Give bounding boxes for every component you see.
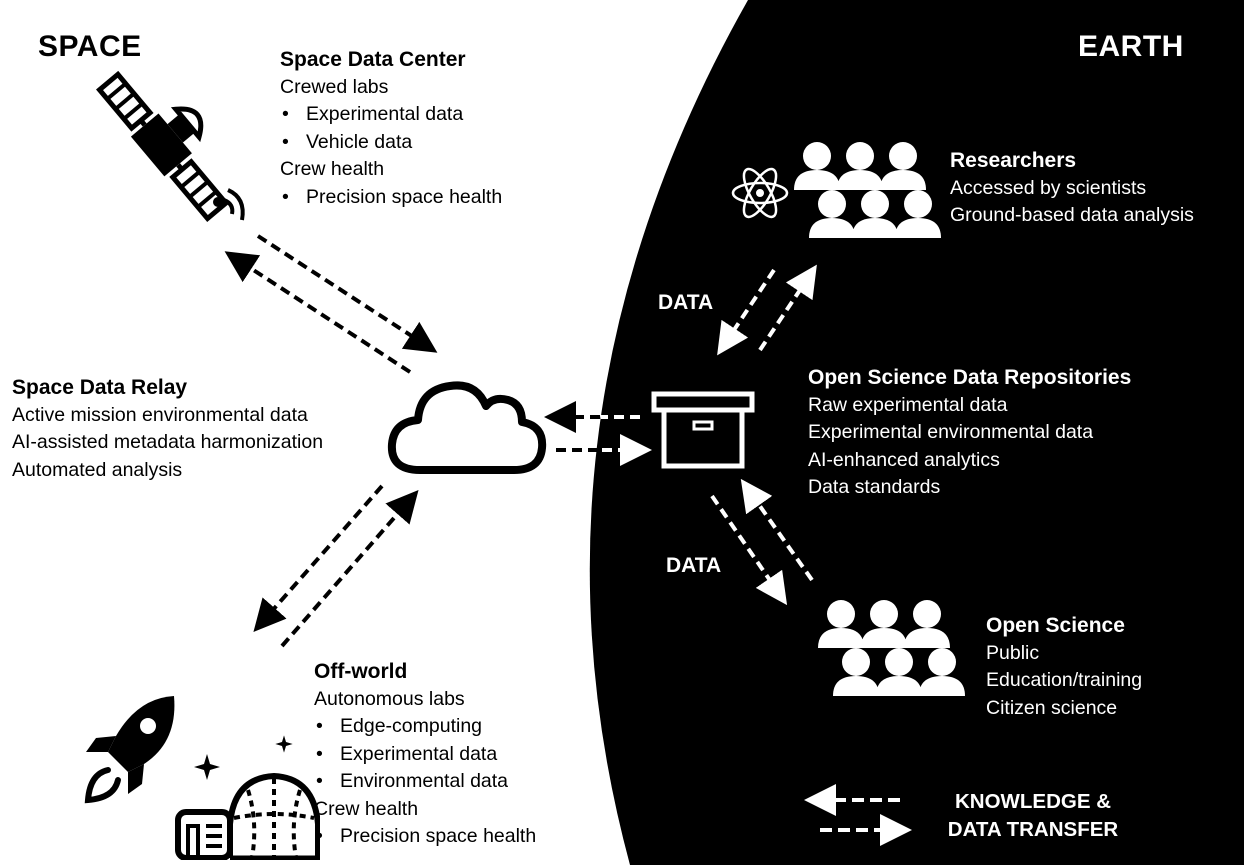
- arrow-relay-to-satellite: [224, 251, 412, 374]
- satellite-icon: [96, 70, 245, 223]
- space-region-title: SPACE: [38, 30, 142, 63]
- cloud-icon: [387, 381, 547, 474]
- open-science-data-repositories: Open Science Data Repositories Raw exper…: [808, 364, 1131, 502]
- sparkle-icon: [275, 735, 293, 753]
- data-label-lower: DATA: [666, 554, 722, 577]
- space-data-relay-line: Active mission environmental data: [12, 403, 308, 426]
- arrow-relay-to-offworld: [253, 484, 384, 633]
- arrow-repository-to-openscience: [710, 494, 788, 606]
- off-world-bullet: Experimental data: [314, 741, 536, 769]
- space-data-relay-line: Automated analysis: [12, 458, 183, 481]
- data-label-upper: DATA: [658, 291, 714, 314]
- archive-box-icon: [651, 391, 755, 469]
- open-science-line: Education/training: [986, 669, 1143, 691]
- off-world-title: Off-world: [314, 660, 408, 683]
- open-science: Open Science Public Education/training C…: [986, 612, 1142, 722]
- arrow-satellite-to-relay: [256, 234, 438, 353]
- off-world-bullet: Precision space health: [314, 823, 536, 851]
- habitat-dome-icon: [175, 772, 320, 860]
- off-world-bullet: Environmental data: [314, 768, 536, 796]
- repositories-line: Data standards: [808, 476, 941, 498]
- people-group-icon: [818, 600, 965, 696]
- space-data-relay-title: Space Data Relay: [12, 376, 188, 399]
- legend-line: DATA TRANSFER: [947, 818, 1119, 841]
- researchers-line: Ground-based data analysis: [950, 204, 1194, 226]
- space-data-center-line: Crew health: [280, 158, 385, 180]
- sparkle-icon: [194, 754, 220, 780]
- repositories-line: Raw experimental data: [808, 393, 1008, 416]
- space-data-center-bullet: Precision space health: [280, 184, 502, 212]
- space-data-center-bullet: Vehicle data: [280, 129, 502, 157]
- repositories-line: AI-enhanced analytics: [808, 448, 1000, 471]
- open-science-title: Open Science: [986, 614, 1125, 637]
- off-world: Off-world Autonomous labs Edge-computing…: [314, 658, 536, 851]
- space-data-center-bullet: Experimental data: [280, 101, 502, 129]
- off-world-line: Autonomous labs: [314, 687, 465, 710]
- atom-icon: [731, 167, 789, 219]
- space-data-center-line: Crewed labs: [280, 75, 389, 98]
- repositories-line: Experimental environmental data: [808, 421, 1094, 443]
- earth-region-title: EARTH: [1078, 30, 1184, 63]
- space-data-center: Space Data Center Crewed labs Experiment…: [280, 46, 502, 211]
- rocket-icon: [84, 696, 175, 804]
- off-world-line: Crew health: [314, 797, 419, 820]
- arrow-openscience-to-repository: [740, 478, 814, 582]
- arrow-researchers-to-repository: [717, 268, 776, 356]
- arrow-repository-to-researchers: [758, 264, 817, 352]
- space-data-center-title: Space Data Center: [280, 48, 466, 71]
- researchers-line: Accessed by scientists: [950, 176, 1147, 199]
- off-world-bullet: Edge-computing: [314, 713, 536, 741]
- researchers-title: Researchers: [950, 149, 1077, 172]
- legend-label: KNOWLEDGE & DATA TRANSFER: [930, 788, 1136, 844]
- space-data-relay-line: AI-assisted metadata harmonization: [12, 431, 324, 453]
- people-group-icon: [794, 142, 941, 238]
- legend-line: KNOWLEDGE &: [954, 790, 1112, 813]
- open-science-line: Public: [986, 641, 1040, 664]
- arrow-offworld-to-relay: [280, 489, 419, 648]
- repositories-title: Open Science Data Repositories: [808, 366, 1132, 389]
- researchers: Researchers Accessed by scientists Groun…: [950, 147, 1194, 230]
- open-science-line: Citizen science: [986, 696, 1118, 719]
- space-data-relay: Space Data Relay Active mission environm…: [12, 374, 323, 484]
